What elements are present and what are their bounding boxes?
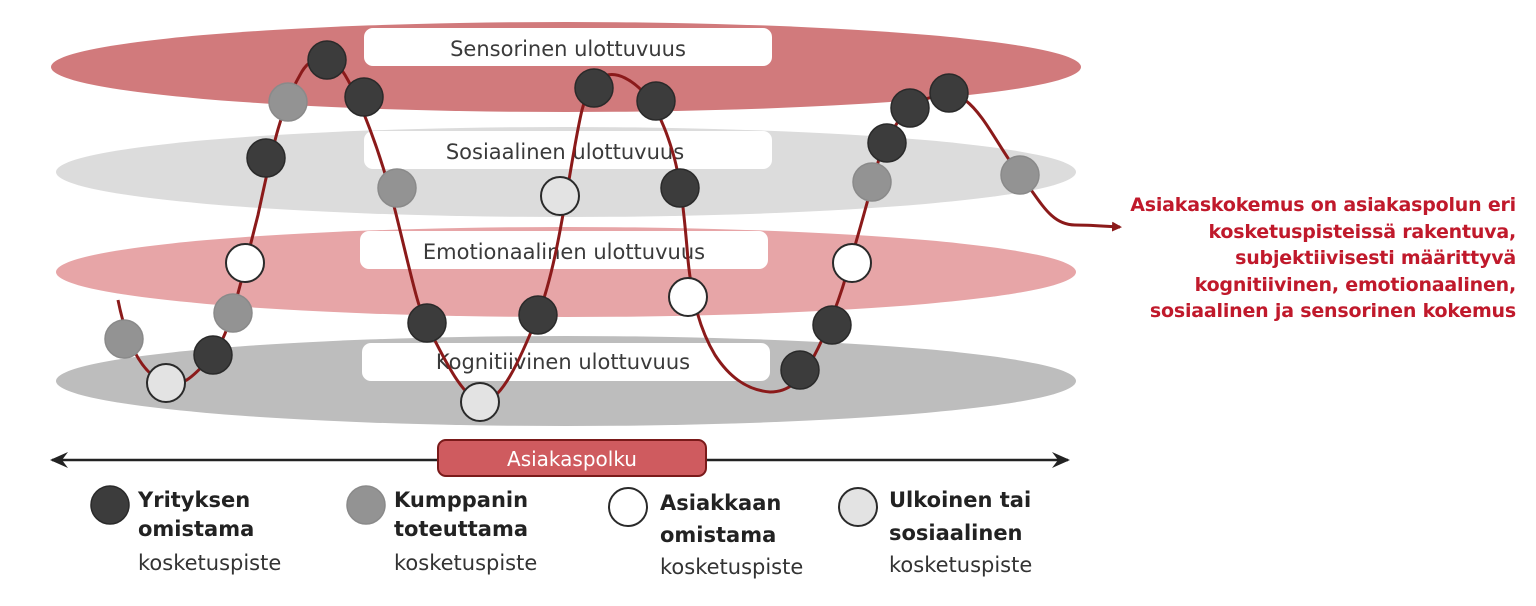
partner-legend-marker (346, 485, 386, 525)
legend-customer-line1: Asiakkaan (660, 491, 781, 515)
company-touchpoint (890, 88, 930, 128)
external-touchpoint (540, 176, 580, 216)
legend-company-line1: Yrityksen (137, 488, 250, 512)
partner-touchpoint (377, 168, 417, 208)
cognitive-label-box (362, 343, 770, 381)
company-touchpoint (867, 123, 907, 163)
customer-experience-definition: Asiakaskokemus on asiakaspolun eri koske… (1130, 194, 1516, 322)
customer-touchpoint (668, 277, 708, 317)
partner-touchpoint (213, 293, 253, 333)
legend-customer-line3: kosketuspiste (660, 555, 803, 579)
sensory-band (51, 22, 1081, 112)
axis-right-arrow (1052, 452, 1070, 468)
company-touchpoint (574, 68, 614, 108)
external-touchpoint (146, 363, 186, 403)
emotional-label: Emotionaalinen ulottuvuus (423, 240, 705, 264)
company-touchpoint (407, 303, 447, 343)
legend-external-line1: Ulkoinen tai (889, 488, 1031, 512)
company-touchpoint (307, 40, 347, 80)
company-touchpoint (344, 77, 384, 117)
legend-company-line2: omistama (138, 517, 254, 541)
customer-touchpoint (832, 243, 872, 283)
legend-item-external: Ulkoinen tai sosiaalinen kosketuspiste (838, 487, 1032, 577)
legend: Yrityksen omistama kosketuspiste Kumppan… (90, 485, 1032, 579)
legend-company-line3: kosketuspiste (138, 551, 281, 575)
journey-label: Asiakaspolku (507, 447, 637, 471)
company-touchpoint (660, 168, 700, 208)
social-band (56, 127, 1076, 217)
sensory-label: Sensorinen ulottuvuus (450, 37, 686, 61)
legend-external-line3: kosketuspiste (889, 553, 1032, 577)
axis-left-arrow (50, 452, 68, 468)
legend-item-company: Yrityksen omistama kosketuspiste (90, 485, 281, 575)
partner-touchpoint (268, 82, 308, 122)
legend-external-line2: sosiaalinen (889, 521, 1023, 545)
emotional-band (56, 227, 1076, 317)
legend-customer-line2: omistama (660, 523, 776, 547)
company-touchpoint (636, 81, 676, 121)
legend-item-partner: Kumppanin toteuttama kosketuspiste (346, 485, 537, 575)
social-label: Sosiaalinen ulottuvuus (446, 140, 684, 164)
legend-partner-line3: kosketuspiste (394, 551, 537, 575)
company-touchpoint (780, 350, 820, 390)
cognitive-label: Kognitiivinen ulottuvuus (436, 350, 690, 374)
legend-partner-line1: Kumppanin (394, 488, 528, 512)
partner-touchpoint (852, 162, 892, 202)
legend-partner-line2: toteuttama (394, 517, 528, 541)
journey-label-box (437, 439, 707, 477)
partner-touchpoint (104, 319, 144, 359)
company-touchpoint (246, 138, 286, 178)
company-touchpoint (518, 295, 558, 335)
external-touchpoint (460, 382, 500, 422)
customer-legend-marker (608, 487, 648, 527)
external-legend-marker (838, 487, 878, 527)
company-touchpoint (929, 73, 969, 113)
customer-touchpoint (225, 243, 265, 283)
emotional-label-box (360, 231, 768, 269)
partner-touchpoint (1000, 155, 1040, 195)
legend-item-customer: Asiakkaan omistama kosketuspiste (608, 487, 803, 579)
company-legend-marker (90, 485, 130, 525)
sensory-label-box (364, 28, 772, 66)
company-touchpoint (812, 305, 852, 345)
company-touchpoint (193, 335, 233, 375)
